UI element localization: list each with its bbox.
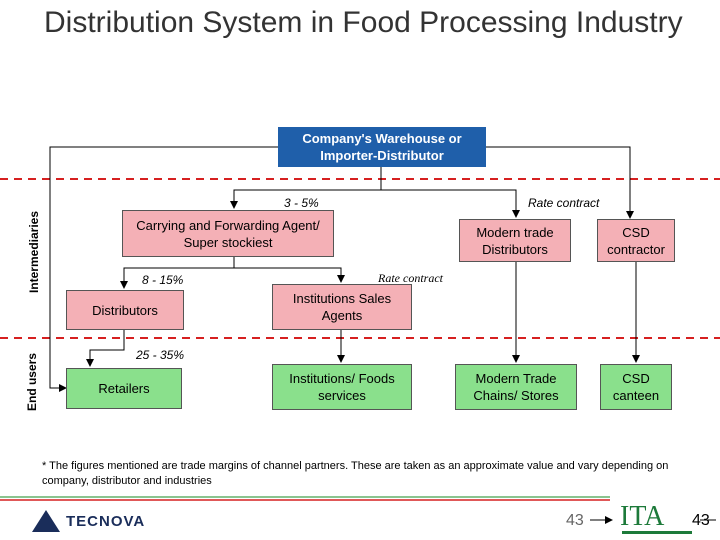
rate-contract-label-2: Rate contract bbox=[378, 271, 443, 285]
margin-label-1: 3 - 5% bbox=[284, 196, 319, 210]
connector-warehouse-csd bbox=[486, 146, 634, 219]
margin-label-3: 25 - 35% bbox=[136, 348, 185, 362]
connector-warehouse-cfagent bbox=[230, 189, 381, 209]
modern-trade-chains-node: Modern Trade Chains/ Stores bbox=[455, 364, 577, 410]
page-number-center: 43 bbox=[566, 512, 584, 529]
connector-cfagent-distributors bbox=[120, 267, 234, 289]
retailers-node: Retailers bbox=[66, 368, 182, 409]
csd-contractor-node: CSD contractor bbox=[597, 219, 675, 262]
margin-label-2: 8 - 15% bbox=[142, 273, 184, 287]
connector-warehouse-moderntrade bbox=[381, 189, 520, 218]
institutions-foods-node: Institutions/ Foods services bbox=[272, 364, 412, 410]
tecnova-mark-icon bbox=[32, 510, 60, 532]
intermediaries-label: Intermediaries bbox=[27, 210, 41, 294]
page-title: Distribution System in Food Processing I… bbox=[44, 6, 683, 39]
cf-agent-node: Carrying and Forwarding Agent/ Super sto… bbox=[122, 210, 334, 257]
modern-trade-distributors-node: Modern trade Distributors bbox=[459, 219, 571, 262]
rate-contract-label-1: Rate contract bbox=[528, 196, 600, 210]
connector-cfagent-institutionsagents bbox=[234, 267, 345, 283]
ita-underline bbox=[622, 531, 692, 534]
tecnova-brand-text: TECNOVA bbox=[66, 512, 146, 530]
page-number-right: 43 bbox=[692, 512, 710, 529]
connector-warehouse-retailers bbox=[49, 146, 278, 392]
connector-distributors-retailers bbox=[86, 330, 125, 367]
footnote: * The figures mentioned are trade margin… bbox=[42, 460, 669, 487]
warehouse-node: Company's Warehouse or Importer-Distribu… bbox=[278, 127, 486, 167]
end-users-label: End users bbox=[25, 352, 39, 412]
csd-canteen-node: CSD canteen bbox=[600, 364, 672, 410]
tecnova-logo: TECNOVA bbox=[32, 505, 152, 537]
ita-logo: ITA bbox=[620, 501, 665, 532]
institutions-sales-agents-node: Institutions Sales Agents bbox=[272, 284, 412, 330]
distributors-node: Distributors bbox=[66, 290, 184, 330]
